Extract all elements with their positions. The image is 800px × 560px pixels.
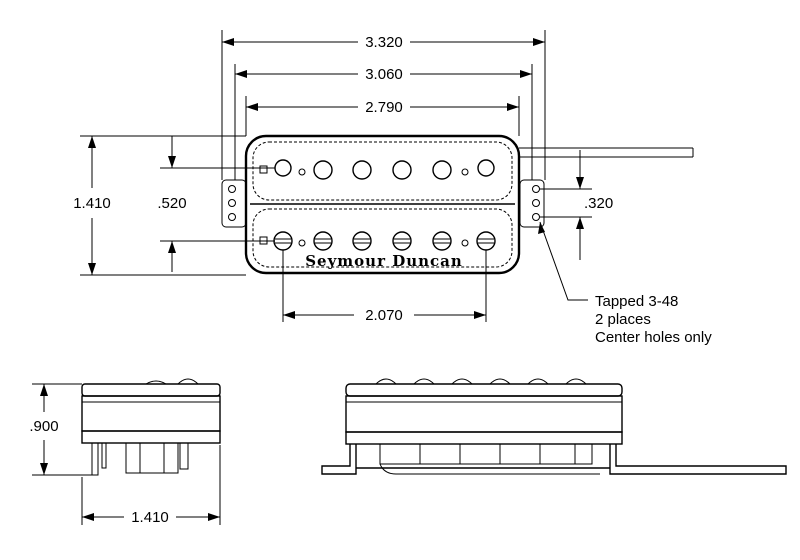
end-view (81, 378, 221, 476)
dim-height-label: .900 (29, 418, 58, 435)
bottom-small-dot-2 (461, 239, 469, 247)
top-pole-1 (274, 159, 292, 177)
front-view (321, 378, 787, 475)
dim-pole-spacing: 2.070 (282, 250, 487, 324)
dim-pole-spacing-label: 2.070 (365, 307, 403, 324)
bottom-screw-6 (476, 231, 496, 251)
pickup-body-outline (244, 134, 521, 275)
left-ear-hole-top (228, 185, 236, 193)
top-coil-square-marker (259, 165, 268, 174)
top-pole-4 (392, 160, 412, 180)
dim-mount-hole-offset-label: .320 (584, 195, 613, 212)
bottom-screw-2 (313, 231, 333, 251)
top-small-dot-1 (298, 168, 306, 176)
right-ear-hole-bottom (532, 213, 540, 221)
bottom-screw-1 (273, 231, 293, 251)
top-small-dot-2 (461, 168, 469, 176)
top-view: Seymour Duncan (221, 134, 694, 275)
dim-overall-length-label: 3.320 (365, 34, 403, 51)
left-ear-hole-bottom (228, 213, 236, 221)
right-mounting-ear (519, 179, 545, 228)
dim-body-length: 2.790 (245, 96, 520, 136)
dim-overall-width: 1.410 (73, 135, 246, 276)
dim-mounting-hole-spacing: 3.060 (234, 64, 533, 180)
dim-coil-spacing-label: .520 (157, 195, 186, 212)
bottom-small-dot-1 (298, 239, 306, 247)
dim-mount-hole-offset: .320 (540, 150, 613, 260)
note-line-2: 2 places (595, 311, 651, 328)
bottom-screw-5 (432, 231, 452, 251)
top-pole-3 (352, 160, 372, 180)
dim-overall-width-label: 1.410 (73, 195, 111, 212)
top-pole-2 (313, 160, 333, 180)
brand-logo-text: Seymour Duncan (305, 252, 463, 270)
dim-height: .900 (29, 383, 92, 476)
dim-body-length-label: 2.790 (365, 99, 403, 116)
note-line-3: Center holes only (595, 329, 712, 346)
dim-mounting-hole-spacing-label: 3.060 (365, 66, 403, 83)
right-ear-hole-top (532, 185, 540, 193)
dim-overall-length: 3.320 (221, 30, 546, 180)
top-pole-5 (432, 160, 452, 180)
right-ear-hole-center (532, 199, 540, 207)
bottom-coil-dashed (252, 208, 513, 268)
left-ear-hole-center (228, 199, 236, 207)
dim-side-width: 1.410 (81, 445, 221, 526)
bottom-screw-4 (392, 231, 412, 251)
top-pole-6 (477, 159, 495, 177)
note-line-1: Tapped 3-48 (595, 293, 678, 310)
bottom-screw-3 (352, 231, 372, 251)
top-coil-dashed (252, 141, 513, 201)
dim-coil-spacing: .520 (157, 136, 275, 272)
tapped-hole-leader (538, 221, 588, 301)
dim-side-width-label: 1.410 (131, 509, 169, 526)
